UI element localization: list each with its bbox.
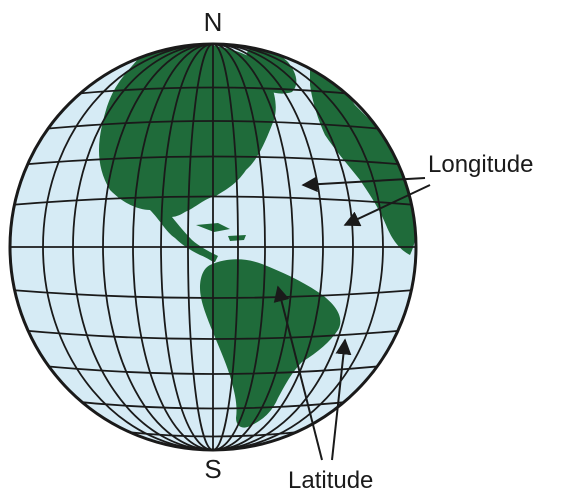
latitude-label: Latitude: [288, 467, 373, 494]
longitude-label: Longitude: [428, 151, 533, 178]
africa-europe-edge-landmass: [310, 70, 416, 255]
north-america-landmass: [99, 44, 276, 218]
longitude-arrows: [301, 176, 431, 227]
globe-outline: [8, 42, 418, 452]
longitude-lines: [42, 44, 384, 450]
south-label: S: [204, 454, 221, 484]
latitude-arrows: [273, 285, 352, 461]
south-america-landmass: [200, 259, 341, 428]
caribbean-islands: [196, 223, 246, 241]
central-america-landmass: [150, 210, 218, 262]
north-label: N: [204, 7, 223, 37]
